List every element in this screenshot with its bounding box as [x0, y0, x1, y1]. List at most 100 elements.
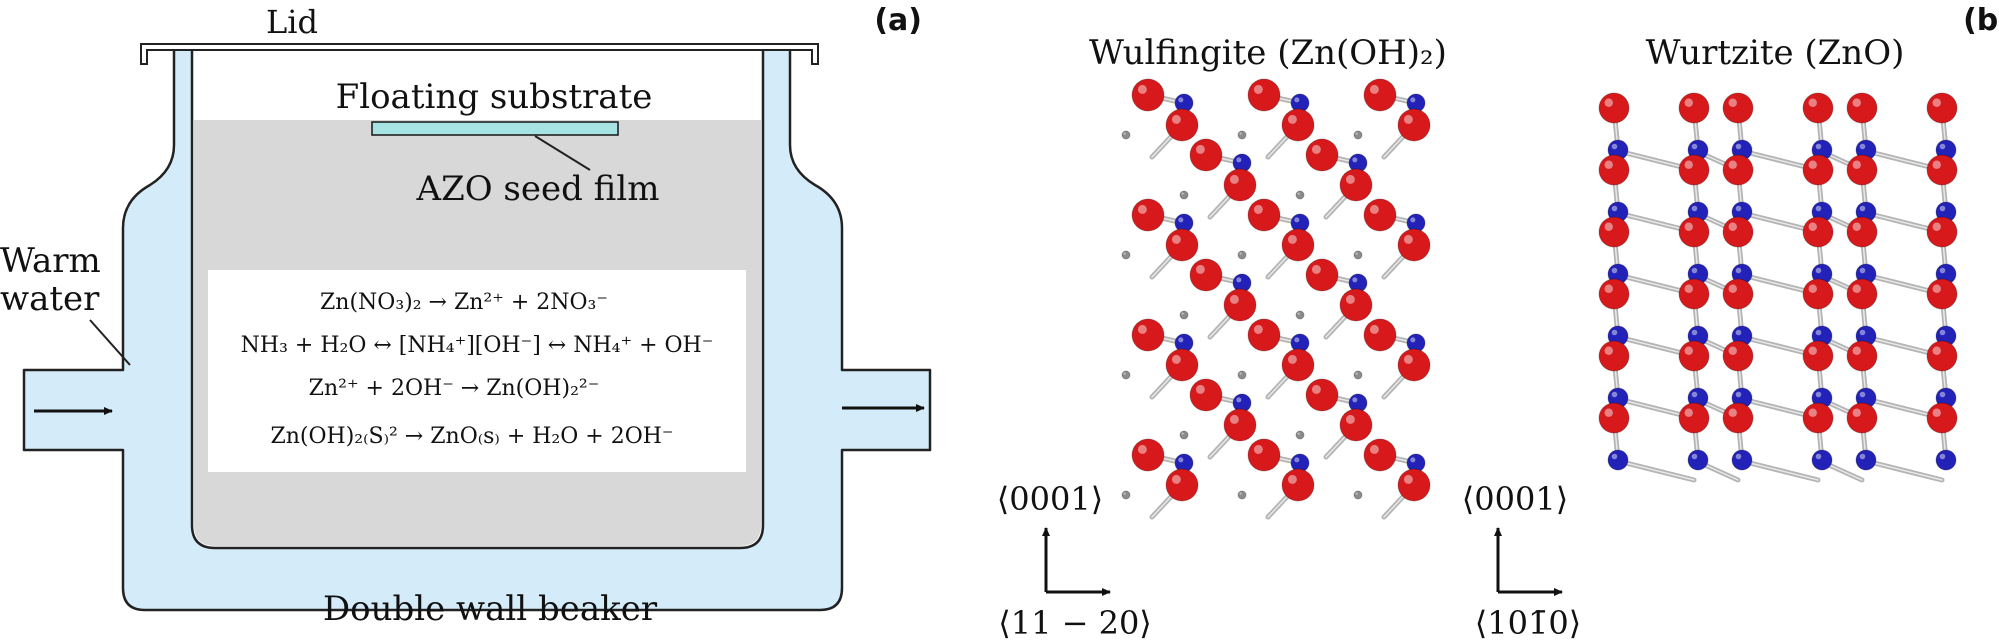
oxygen-atom-highlight: [1345, 174, 1355, 184]
oxygen-atom-highlight: [1137, 324, 1147, 334]
oxygen-atom-highlight: [1195, 264, 1205, 274]
zinc-atom-highlight: [1691, 391, 1698, 398]
oxygen-atom-highlight: [1287, 114, 1297, 124]
hydrogen-atom-highlight: [1181, 312, 1184, 315]
oxygen-atom-highlight: [1195, 144, 1205, 154]
hydrogen-atom: [1237, 490, 1247, 500]
zinc-atom: [1855, 449, 1877, 471]
oxygen-atom-highlight: [1728, 222, 1737, 231]
hydrogen-atom: [1353, 130, 1363, 140]
oxygen-atom-highlight: [1932, 160, 1941, 169]
oxygen-atom: [1722, 278, 1754, 310]
oxygen-atom-highlight: [1137, 204, 1147, 214]
oxygen-atom-highlight: [1852, 98, 1861, 107]
oxygen-atom-highlight: [1311, 384, 1321, 394]
zinc-atom: [1731, 449, 1753, 471]
zinc-atom-highlight: [1815, 329, 1822, 336]
oxygen-atom: [1165, 228, 1199, 262]
hydrogen-atom-highlight: [1123, 252, 1126, 255]
oxygen-atom: [1846, 154, 1878, 186]
oxygen-atom: [1281, 348, 1315, 382]
oxygen-atom: [1131, 438, 1165, 472]
oxygen-atom-highlight: [1137, 84, 1147, 94]
oxygen-atom-highlight: [1604, 284, 1613, 293]
zinc-atom-highlight: [1611, 391, 1618, 398]
oxygen-atom: [1678, 92, 1710, 124]
zinc-atom-highlight: [1859, 391, 1866, 398]
oxygen-atom: [1339, 168, 1373, 202]
zinc-atom-highlight: [1611, 205, 1618, 212]
hydrogen-atom: [1179, 190, 1189, 200]
oxygen-atom-highlight: [1229, 174, 1239, 184]
oxygen-atom: [1846, 278, 1878, 310]
hydrogen-atom-highlight: [1297, 312, 1300, 315]
oxygen-atom-highlight: [1171, 474, 1181, 484]
oxygen-atom: [1281, 468, 1315, 502]
equation-3: Zn²⁺ + 2OH⁻ → Zn(OH)₂²⁻: [309, 376, 600, 401]
hydrogen-atom: [1121, 490, 1131, 500]
oxygen-atom: [1678, 216, 1710, 248]
warm-water-label-line1: Warm: [0, 241, 101, 281]
hydrogen-atom: [1179, 430, 1189, 440]
oxygen-atom: [1846, 216, 1878, 248]
zinc-atom-highlight: [1735, 453, 1742, 460]
zinc-atom-highlight: [1611, 329, 1618, 336]
oxygen-atom: [1678, 340, 1710, 372]
zinc-atom-highlight: [1611, 143, 1618, 150]
oxygen-atom: [1926, 340, 1958, 372]
zinc-atom-highlight: [1352, 277, 1358, 283]
oxygen-atom: [1846, 92, 1878, 124]
oxygen-atom: [1165, 108, 1199, 142]
seed-film-leader: [534, 135, 591, 171]
oxygen-atom-highlight: [1253, 84, 1263, 94]
oxygen-atom: [1131, 78, 1165, 112]
oxygen-atom: [1397, 228, 1431, 262]
beaker-label: Double wall beaker: [323, 589, 658, 629]
oxygen-atom: [1926, 402, 1958, 434]
oxygen-atom: [1846, 402, 1878, 434]
oxygen-atom: [1802, 216, 1834, 248]
oxygen-atom-highlight: [1171, 234, 1181, 244]
hydrogen-atom: [1121, 370, 1131, 380]
oxygen-atom: [1339, 408, 1373, 442]
zinc-atom-highlight: [1939, 267, 1946, 274]
hydrogen-atom: [1295, 190, 1305, 200]
oxygen-atom: [1598, 216, 1630, 248]
zinc-atom-highlight: [1236, 397, 1242, 403]
hydrogen-atom: [1237, 370, 1247, 380]
wulfingite-title: Wulfingite (Zn(OH)₂): [1089, 33, 1447, 73]
panel-b-tag: (b): [1963, 3, 1999, 38]
zinc-atom-highlight: [1352, 397, 1358, 403]
hydrogen-atom: [1353, 490, 1363, 500]
oxygen-atom-highlight: [1253, 324, 1263, 334]
zinc-atom-highlight: [1410, 337, 1416, 343]
lid: [140, 43, 819, 65]
oxygen-atom-highlight: [1808, 284, 1817, 293]
oxygen-atom-highlight: [1684, 98, 1693, 107]
oxygen-atom-highlight: [1684, 346, 1693, 355]
oxygen-atom-highlight: [1852, 160, 1861, 169]
equation-1: Zn(NO₃)₂ → Zn²⁺ + 2NO₃⁻: [320, 290, 608, 315]
hydrogen-atom-highlight: [1297, 432, 1300, 435]
oxygen-atom-highlight: [1932, 408, 1941, 417]
oxygen-atom-highlight: [1852, 346, 1861, 355]
oxygen-atom-highlight: [1171, 354, 1181, 364]
oxygen-atom-highlight: [1253, 204, 1263, 214]
oxygen-atom-highlight: [1345, 294, 1355, 304]
zinc-atom-highlight: [1939, 205, 1946, 212]
zinc-atom-highlight: [1859, 205, 1866, 212]
hydrogen-atom-highlight: [1181, 432, 1184, 435]
hydrogen-atom: [1179, 310, 1189, 320]
zinc-atom-highlight: [1691, 205, 1698, 212]
zinc-atom-highlight: [1735, 267, 1742, 274]
oxygen-atom: [1926, 278, 1958, 310]
oxygen-atom: [1223, 408, 1257, 442]
hydrogen-atom: [1121, 250, 1131, 260]
oxygen-atom: [1131, 198, 1165, 232]
panel-a: Lid (a) Floating substrate AZO seed film…: [0, 3, 932, 629]
oxygen-atom: [1926, 92, 1958, 124]
oxygen-atom: [1722, 216, 1754, 248]
hydrogen-atom-highlight: [1123, 372, 1126, 375]
oxygen-atom-highlight: [1311, 264, 1321, 274]
